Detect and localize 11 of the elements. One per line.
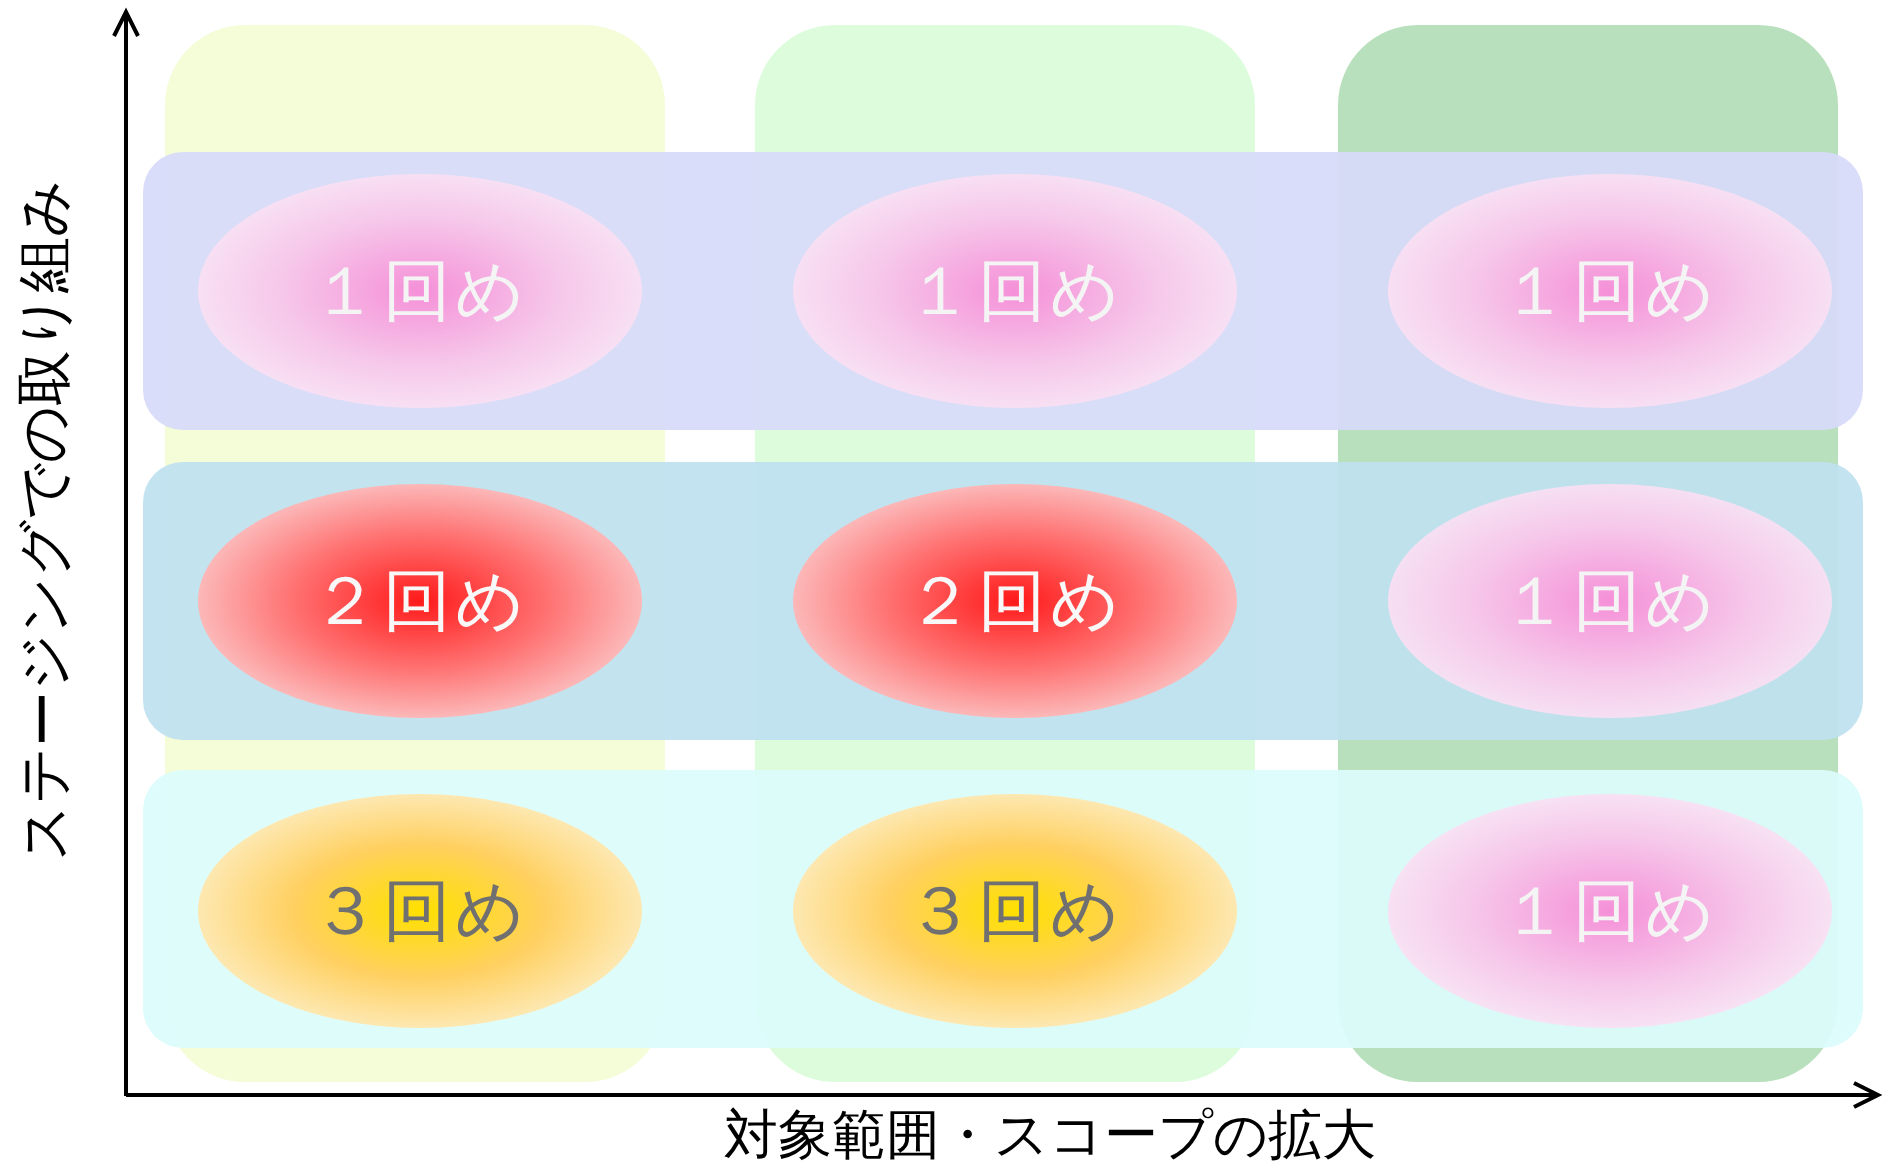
node-label: １回め (1501, 869, 1719, 952)
node-label: ２回め (311, 559, 529, 642)
node-label: １回め (1501, 249, 1719, 332)
node-label: １回め (906, 249, 1124, 332)
node-label: ３回め (311, 869, 529, 952)
node-label: ２回め (906, 559, 1124, 642)
axis-label: ステージングでの取り組み (10, 179, 77, 861)
axis-label: 対象範囲・スコープの拡大 (724, 1101, 1376, 1165)
node-label: １回め (311, 249, 529, 332)
node-label: １回め (1501, 559, 1719, 642)
node-label: ３回め (906, 869, 1124, 952)
